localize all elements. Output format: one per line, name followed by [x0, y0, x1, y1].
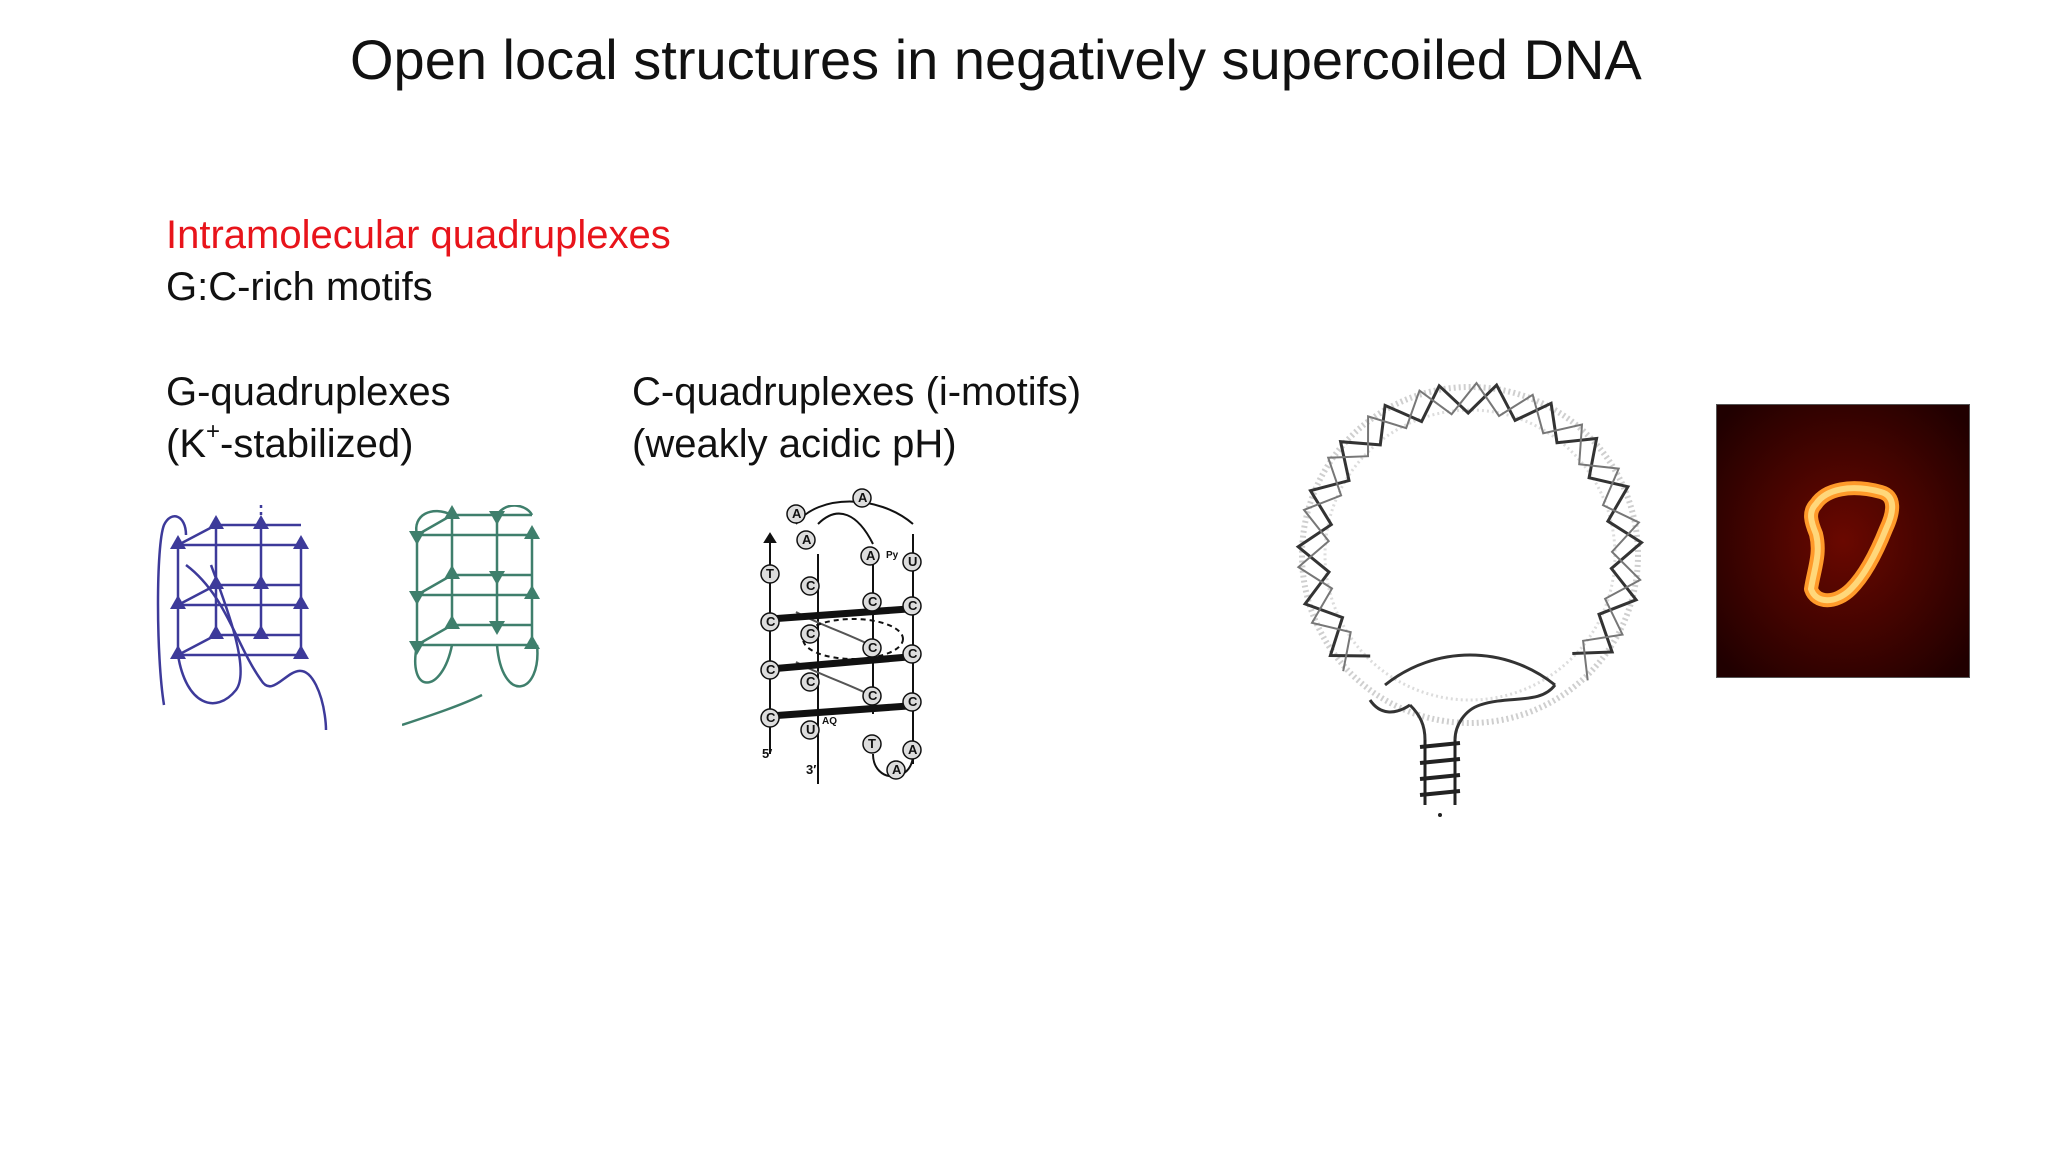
- g-quadruplex-line2-sup: +: [206, 418, 221, 445]
- i-motif-base: C: [908, 646, 918, 661]
- i-motif-base: A: [908, 742, 918, 757]
- i-motif-base: C: [908, 694, 918, 709]
- g-quadruplex-line2-suffix: -stabilized): [220, 422, 414, 466]
- i-motif-base: C: [868, 640, 878, 655]
- c-quadruplex-label-line1: C-quadruplexes (i-motifs): [632, 370, 1082, 414]
- i-motif-base: C: [868, 594, 878, 609]
- five-prime-label: 5′: [762, 746, 773, 761]
- i-motif-base: A: [802, 532, 812, 547]
- dna-helix-zigzag-strand2: [1296, 381, 1642, 681]
- g-quadruplex-label-line1: G-quadruplexes: [166, 370, 451, 414]
- py-label: Py: [886, 550, 899, 561]
- dna-helix-zigzag: [1295, 382, 1645, 658]
- subtitle-gc-rich-motifs: G:C-rich motifs: [166, 265, 433, 309]
- i-motif-base: C: [766, 662, 776, 677]
- i-motif-base: T: [766, 566, 774, 581]
- g-quadruplex-line2-prefix: (K: [166, 422, 206, 466]
- subtitle-intramolecular-quadruplexes: Intramolecular quadruplexes: [166, 213, 671, 257]
- g-quadruplex-blue-diagram: [156, 505, 328, 731]
- slide-title: Open local structures in negatively supe…: [350, 28, 1642, 91]
- g-quadruplex-label: G-quadruplexes (K+-stabilized): [166, 366, 451, 470]
- i-motif-labels: T C C C U A A C C C A A C C C T U C C C …: [758, 484, 938, 784]
- i-motif-base: C: [806, 674, 816, 689]
- c-quadruplex-label-line2: (weakly acidic pH): [632, 422, 957, 466]
- i-motif-base: C: [806, 626, 816, 641]
- i-motif-base: U: [806, 722, 816, 737]
- i-motif-base: A: [866, 548, 876, 563]
- i-motif-base: C: [806, 578, 816, 593]
- i-motif-diagram: [760, 488, 922, 784]
- afm-image: [1716, 404, 1970, 678]
- i-motif-base: A: [858, 490, 868, 505]
- i-motif-base: C: [766, 614, 776, 629]
- i-motif-base: A: [792, 506, 802, 521]
- three-prime-label: 3′: [806, 762, 817, 777]
- supercoiled-dna-circle-diagram: [1295, 381, 1645, 817]
- i-motif-base: A: [892, 762, 902, 777]
- i-motif-base: C: [766, 710, 776, 725]
- c-quadruplex-label: C-quadruplexes (i-motifs) (weakly acidic…: [632, 366, 1081, 470]
- g-quadruplex-label-line2: (K+-stabilized): [166, 418, 451, 470]
- g-quadruplex-green-diagram: [402, 505, 540, 727]
- i-motif-base: C: [868, 688, 878, 703]
- i-motif-base: U: [908, 554, 918, 569]
- i-motif-base: C: [908, 598, 918, 613]
- i-motif-base: T: [868, 736, 876, 751]
- aq-label: AQ: [822, 716, 837, 727]
